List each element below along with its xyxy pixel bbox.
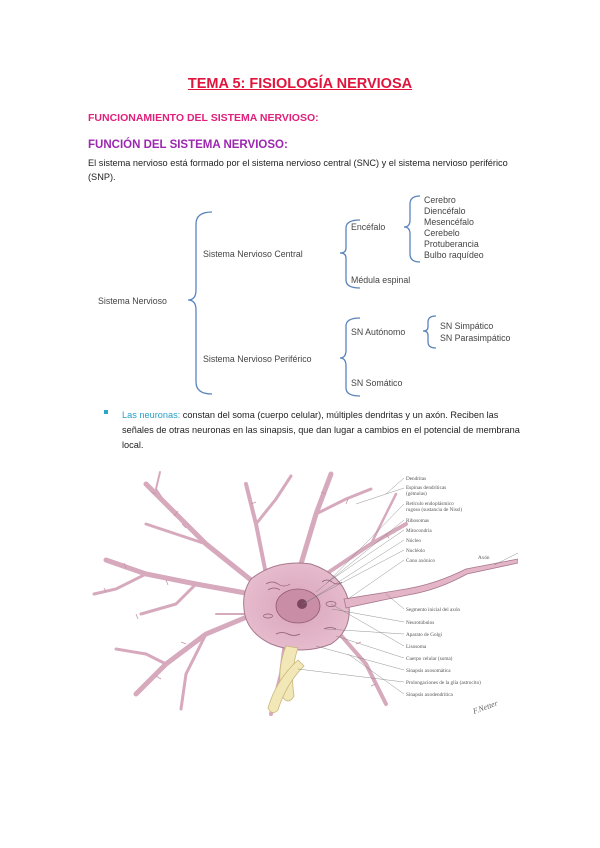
figure-label: Ribosomas — [406, 518, 429, 524]
figure-label: Cuerpo celular (soma) — [406, 655, 453, 662]
figure-label: Lisosoma — [406, 644, 427, 650]
central-brace — [339, 219, 361, 289]
label-leader-lines — [297, 477, 518, 695]
glial-process — [267, 645, 305, 713]
figure-label: Nucléolo — [406, 548, 425, 554]
nervous-system-tree: Sistema Nervioso Sistema Nervioso Centra… — [98, 195, 511, 397]
figure-label: Dendritas — [406, 476, 426, 482]
subsection-heading: FUNCIÓN DEL SISTEMA NERVIOSO: — [88, 139, 288, 151]
figure-label: rugoso (sustancia de Nissl) — [406, 506, 462, 513]
figure-label: Sinapsis axosomática — [406, 668, 451, 674]
bullet-lead: Las neuronas: — [122, 410, 181, 420]
bullet-marker — [104, 410, 108, 414]
figure-label: Retículo endoplásmico — [406, 501, 454, 507]
tree-encefalo-part: Cerebelo — [424, 228, 460, 238]
bullet-body: constan del soma (cuerpo celular), múlti… — [122, 410, 520, 450]
tree-central-label: Sistema Nervioso Central — [203, 249, 303, 259]
figure-label: (gémulas) — [406, 490, 427, 497]
figure-label: Sinapsis axodendrítica — [406, 692, 454, 698]
tree-root-label: Sistema Nervioso — [98, 296, 167, 306]
root-brace — [187, 211, 213, 395]
axon-label: Axón — [478, 555, 490, 561]
autonomo-brace — [422, 315, 437, 349]
figure-label: Mitocondria — [406, 528, 432, 534]
tree-encefalo-label: Encéfalo — [351, 222, 385, 232]
encefalo-brace — [403, 195, 421, 263]
page-title: TEMA 5: FISIOLOGÍA NERVIOSA — [187, 76, 413, 92]
figure-label: Segmento inicial del axón — [406, 607, 460, 613]
figure-label: Prolongaciones de la glía (astrocito) — [406, 679, 481, 686]
tree-autonomo-part: SN Parasimpático — [440, 333, 511, 343]
axon — [343, 558, 518, 609]
intro-paragraph: El sistema nervioso está formado por el … — [88, 158, 508, 182]
figure-label: Aparato de Golgi — [406, 632, 443, 638]
neuron-illustration: Dendritas Espinas dendríticas (gémulas) … — [92, 471, 518, 716]
figure-label: Neurotúbulos — [406, 620, 434, 626]
section-heading: FUNCIONAMIENTO DEL SISTEMA NERVIOSO: — [88, 112, 319, 124]
peripheral-brace — [339, 317, 361, 397]
tree-encefalo-part: Mesencéfalo — [424, 217, 474, 227]
illustrator-signature: F.Netter — [471, 698, 500, 716]
figure-label: Núcleo — [406, 538, 421, 544]
tree-encefalo-part: Bulbo raquídeo — [424, 250, 484, 260]
tree-encefalo-part: Protuberancia — [424, 239, 479, 249]
tree-encefalo-part: Cerebro — [424, 195, 456, 205]
neuron-bullet: Las neuronas: constan del soma (cuerpo c… — [122, 408, 522, 453]
tree-medula-label: Médula espinal — [351, 275, 410, 285]
organelles — [263, 579, 343, 636]
tree-somatico-label: SN Somático — [351, 378, 402, 388]
tree-autonomo-part: SN Simpático — [440, 321, 493, 331]
figure-label: Cono axónico — [406, 558, 435, 564]
tree-encefalo-part: Diencéfalo — [424, 206, 466, 216]
tree-periferico-label: Sistema Nervioso Periférico — [203, 354, 312, 364]
figure-label: Espinas dendríticas — [406, 485, 446, 491]
tree-autonomo-label: SN Autónomo — [351, 327, 405, 337]
